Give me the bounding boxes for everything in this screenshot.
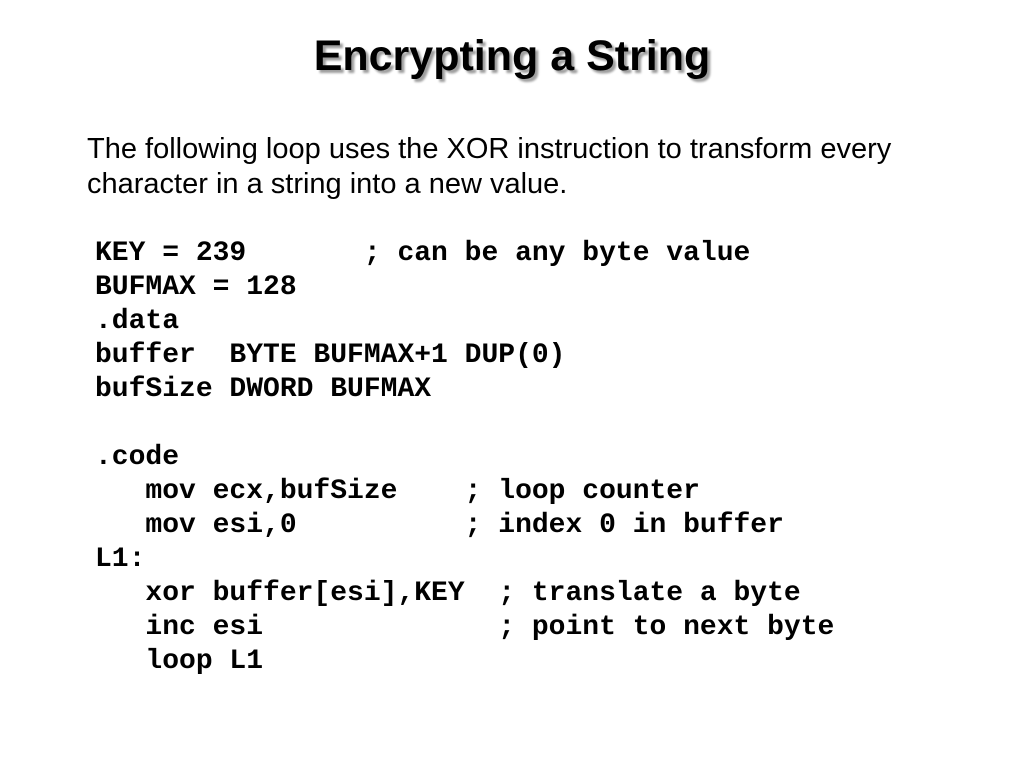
code-line: KEY = 239 ; can be any byte value xyxy=(95,238,751,269)
code-line: mov ecx,bufSize ; loop counter xyxy=(95,476,700,507)
code-line: BUFMAX = 128 xyxy=(95,272,297,303)
code-line: mov esi,0 ; index 0 in buffer xyxy=(95,510,784,541)
code-line: L1: xyxy=(95,544,146,575)
code-line: buffer BYTE BUFMAX+1 DUP(0) xyxy=(95,340,566,371)
code-line: .data xyxy=(95,306,180,337)
body-paragraph: The following loop uses the XOR instruct… xyxy=(87,133,892,200)
code-line: xor buffer[esi],KEY ; translate a byte xyxy=(95,578,801,609)
code-block: KEY = 239 ; can be any byte value BUFMAX… xyxy=(95,237,834,679)
code-line: bufSize DWORD BUFMAX xyxy=(95,374,432,405)
code-line: .code xyxy=(95,442,180,473)
code-line: inc esi ; point to next byte xyxy=(95,612,835,643)
slide-title: Encrypting a String xyxy=(313,32,711,80)
code-line xyxy=(95,407,834,441)
code-line: loop L1 xyxy=(95,646,264,677)
